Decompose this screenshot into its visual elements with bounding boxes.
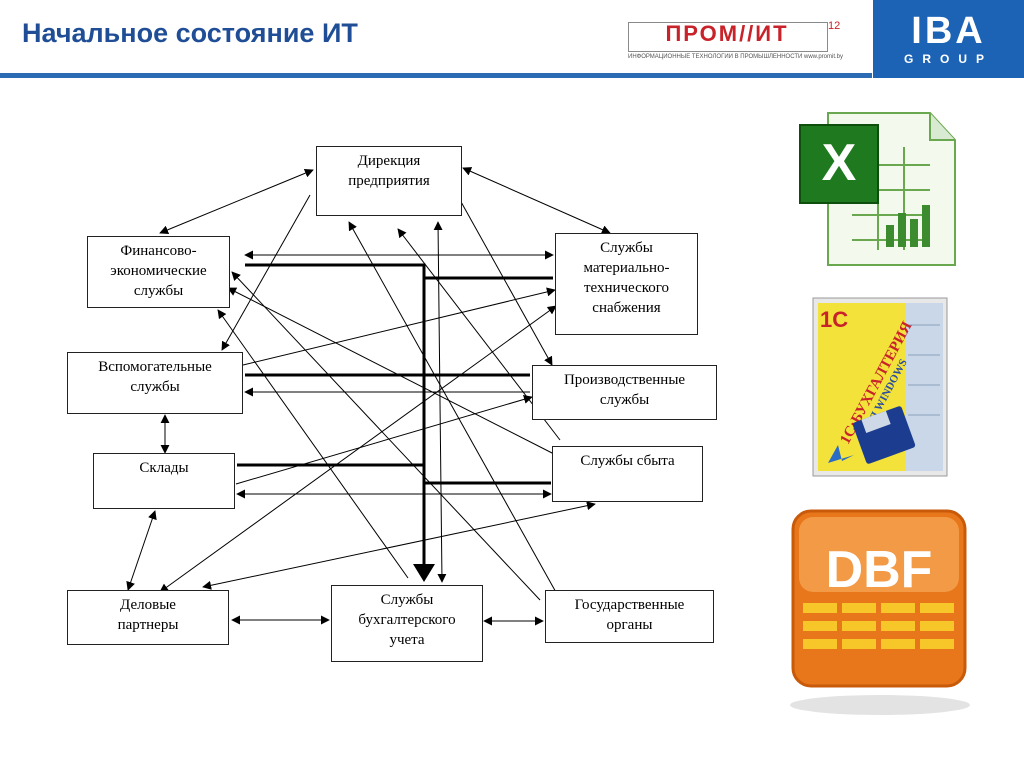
- dbf-icon: DBF: [790, 509, 970, 715]
- arrow-direction-finance: [159, 168, 314, 235]
- arrow-direction-production: [459, 199, 553, 366]
- iba-logo-subtext: GROUP: [903, 52, 993, 66]
- dbf-icon-label: DBF: [826, 541, 933, 599]
- node-sales: Службы сбыта: [552, 446, 703, 502]
- iba-group-logo: IBA GROUP: [873, 0, 1024, 78]
- 1c-logo-text: 1C: [820, 307, 848, 332]
- promit-logo-text: ПРОМ//ИТ: [665, 21, 789, 46]
- promit-logo-frame: [628, 22, 828, 52]
- arrow-finance-government: [231, 271, 541, 601]
- node-accounting: Службы бухгалтерского учета: [331, 585, 483, 662]
- promit-logo: ПРОМ//ИТ 12 ИНФОРМАЦИОННЫЕ ТЕХНОЛОГИИ В …: [628, 20, 853, 66]
- node-production: Производственные службы: [532, 365, 717, 420]
- arrow-partners-sales: [202, 501, 596, 590]
- 1c-accounting-box-icon: 1C 1С:БУХГАЛТЕРИЯ ДЛЯ WINDOWS: [812, 297, 948, 477]
- arrowhead-accounting: [413, 564, 435, 582]
- arrow-warehouses-production: [235, 394, 533, 485]
- arrow-direction-supply: [462, 167, 611, 234]
- iba-logo-text: IBA: [911, 10, 986, 52]
- node-supply: Службы материально- технического снабжен…: [555, 233, 698, 335]
- arrow-warehouses-partners: [126, 510, 157, 591]
- arrow-finance-accounting: [217, 309, 409, 579]
- excel-icon: X: [799, 112, 956, 266]
- arrow-direction-auxiliary: [221, 194, 311, 351]
- node-direction: Дирекция предприятия: [316, 146, 462, 216]
- promit-logo-superscript: 12: [828, 20, 841, 32]
- arrow-direction-accounting: [433, 221, 447, 583]
- promit-logo-tagline: ИНФОРМАЦИОННЫЕ ТЕХНОЛОГИИ В ПРОМЫШЛЕННОС…: [628, 54, 844, 60]
- arrow-partners-supply: [159, 305, 557, 593]
- node-government: Государственные органы: [545, 590, 714, 643]
- excel-icon-letter: X: [822, 134, 857, 192]
- header-divider: [0, 73, 872, 78]
- node-auxiliary: Вспомогательные службы: [67, 352, 243, 414]
- node-warehouses: Склады: [93, 453, 235, 509]
- node-partners: Деловые партнеры: [67, 590, 229, 645]
- node-finance: Финансово- экономические службы: [87, 236, 230, 308]
- page-title: Начальное состояние ИТ: [22, 18, 358, 48]
- arrow-auxiliary-supply: [242, 287, 556, 366]
